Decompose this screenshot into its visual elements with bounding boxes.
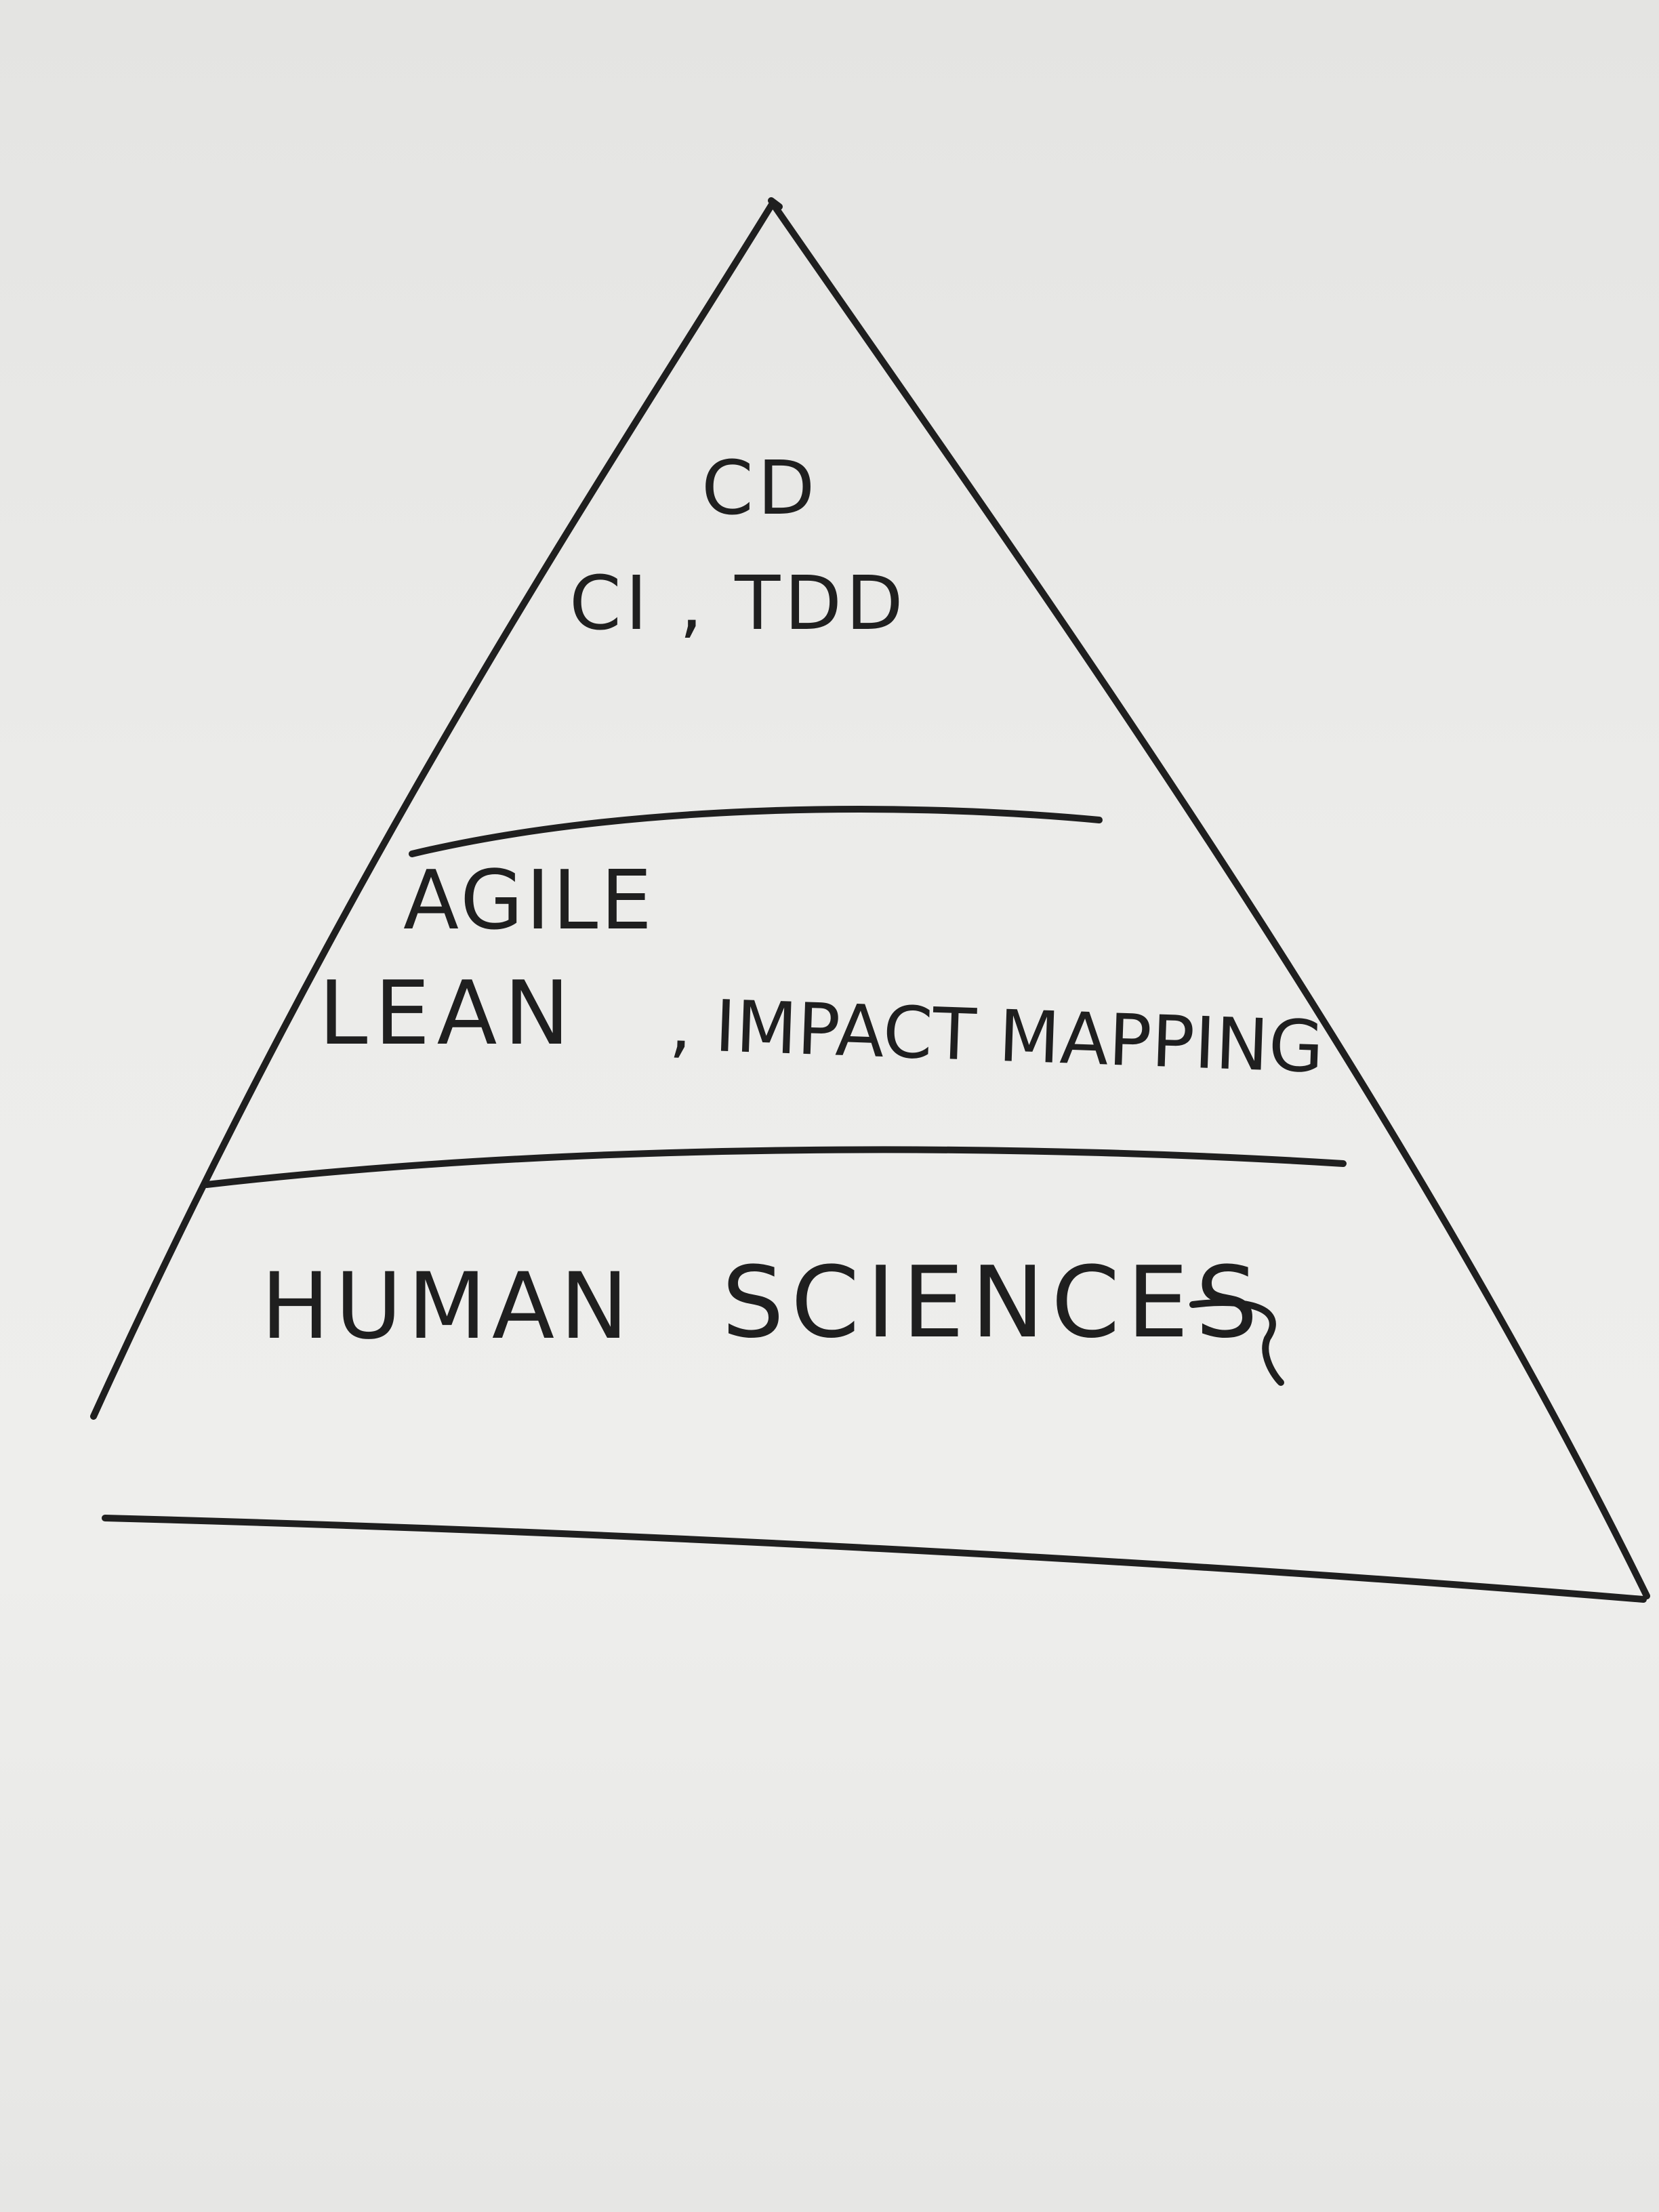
pyramid-right-edge	[769, 200, 1650, 1599]
sciences-tail-stroke	[1189, 1299, 1284, 1386]
tier-middle-line-1: AGILE	[403, 854, 655, 948]
tier-middle-line-3: , IMPACT MAPPING	[668, 983, 1326, 1089]
tier-bottom-line-1: HUMAN	[261, 1253, 634, 1359]
tier-middle-line-2: LEAN	[319, 962, 577, 1065]
tier-top-line-1: CD	[701, 445, 819, 531]
pyramid-left-edge	[90, 200, 776, 1420]
pyramid-apex	[768, 197, 783, 210]
pyramid-base-line	[102, 1515, 1647, 1603]
divider-upper	[409, 806, 1103, 857]
tier-bottom-line-2: SCIENCES	[722, 1246, 1265, 1360]
divider-lower	[203, 1146, 1347, 1188]
tier-top-line-2: CI , TDD	[569, 560, 907, 647]
